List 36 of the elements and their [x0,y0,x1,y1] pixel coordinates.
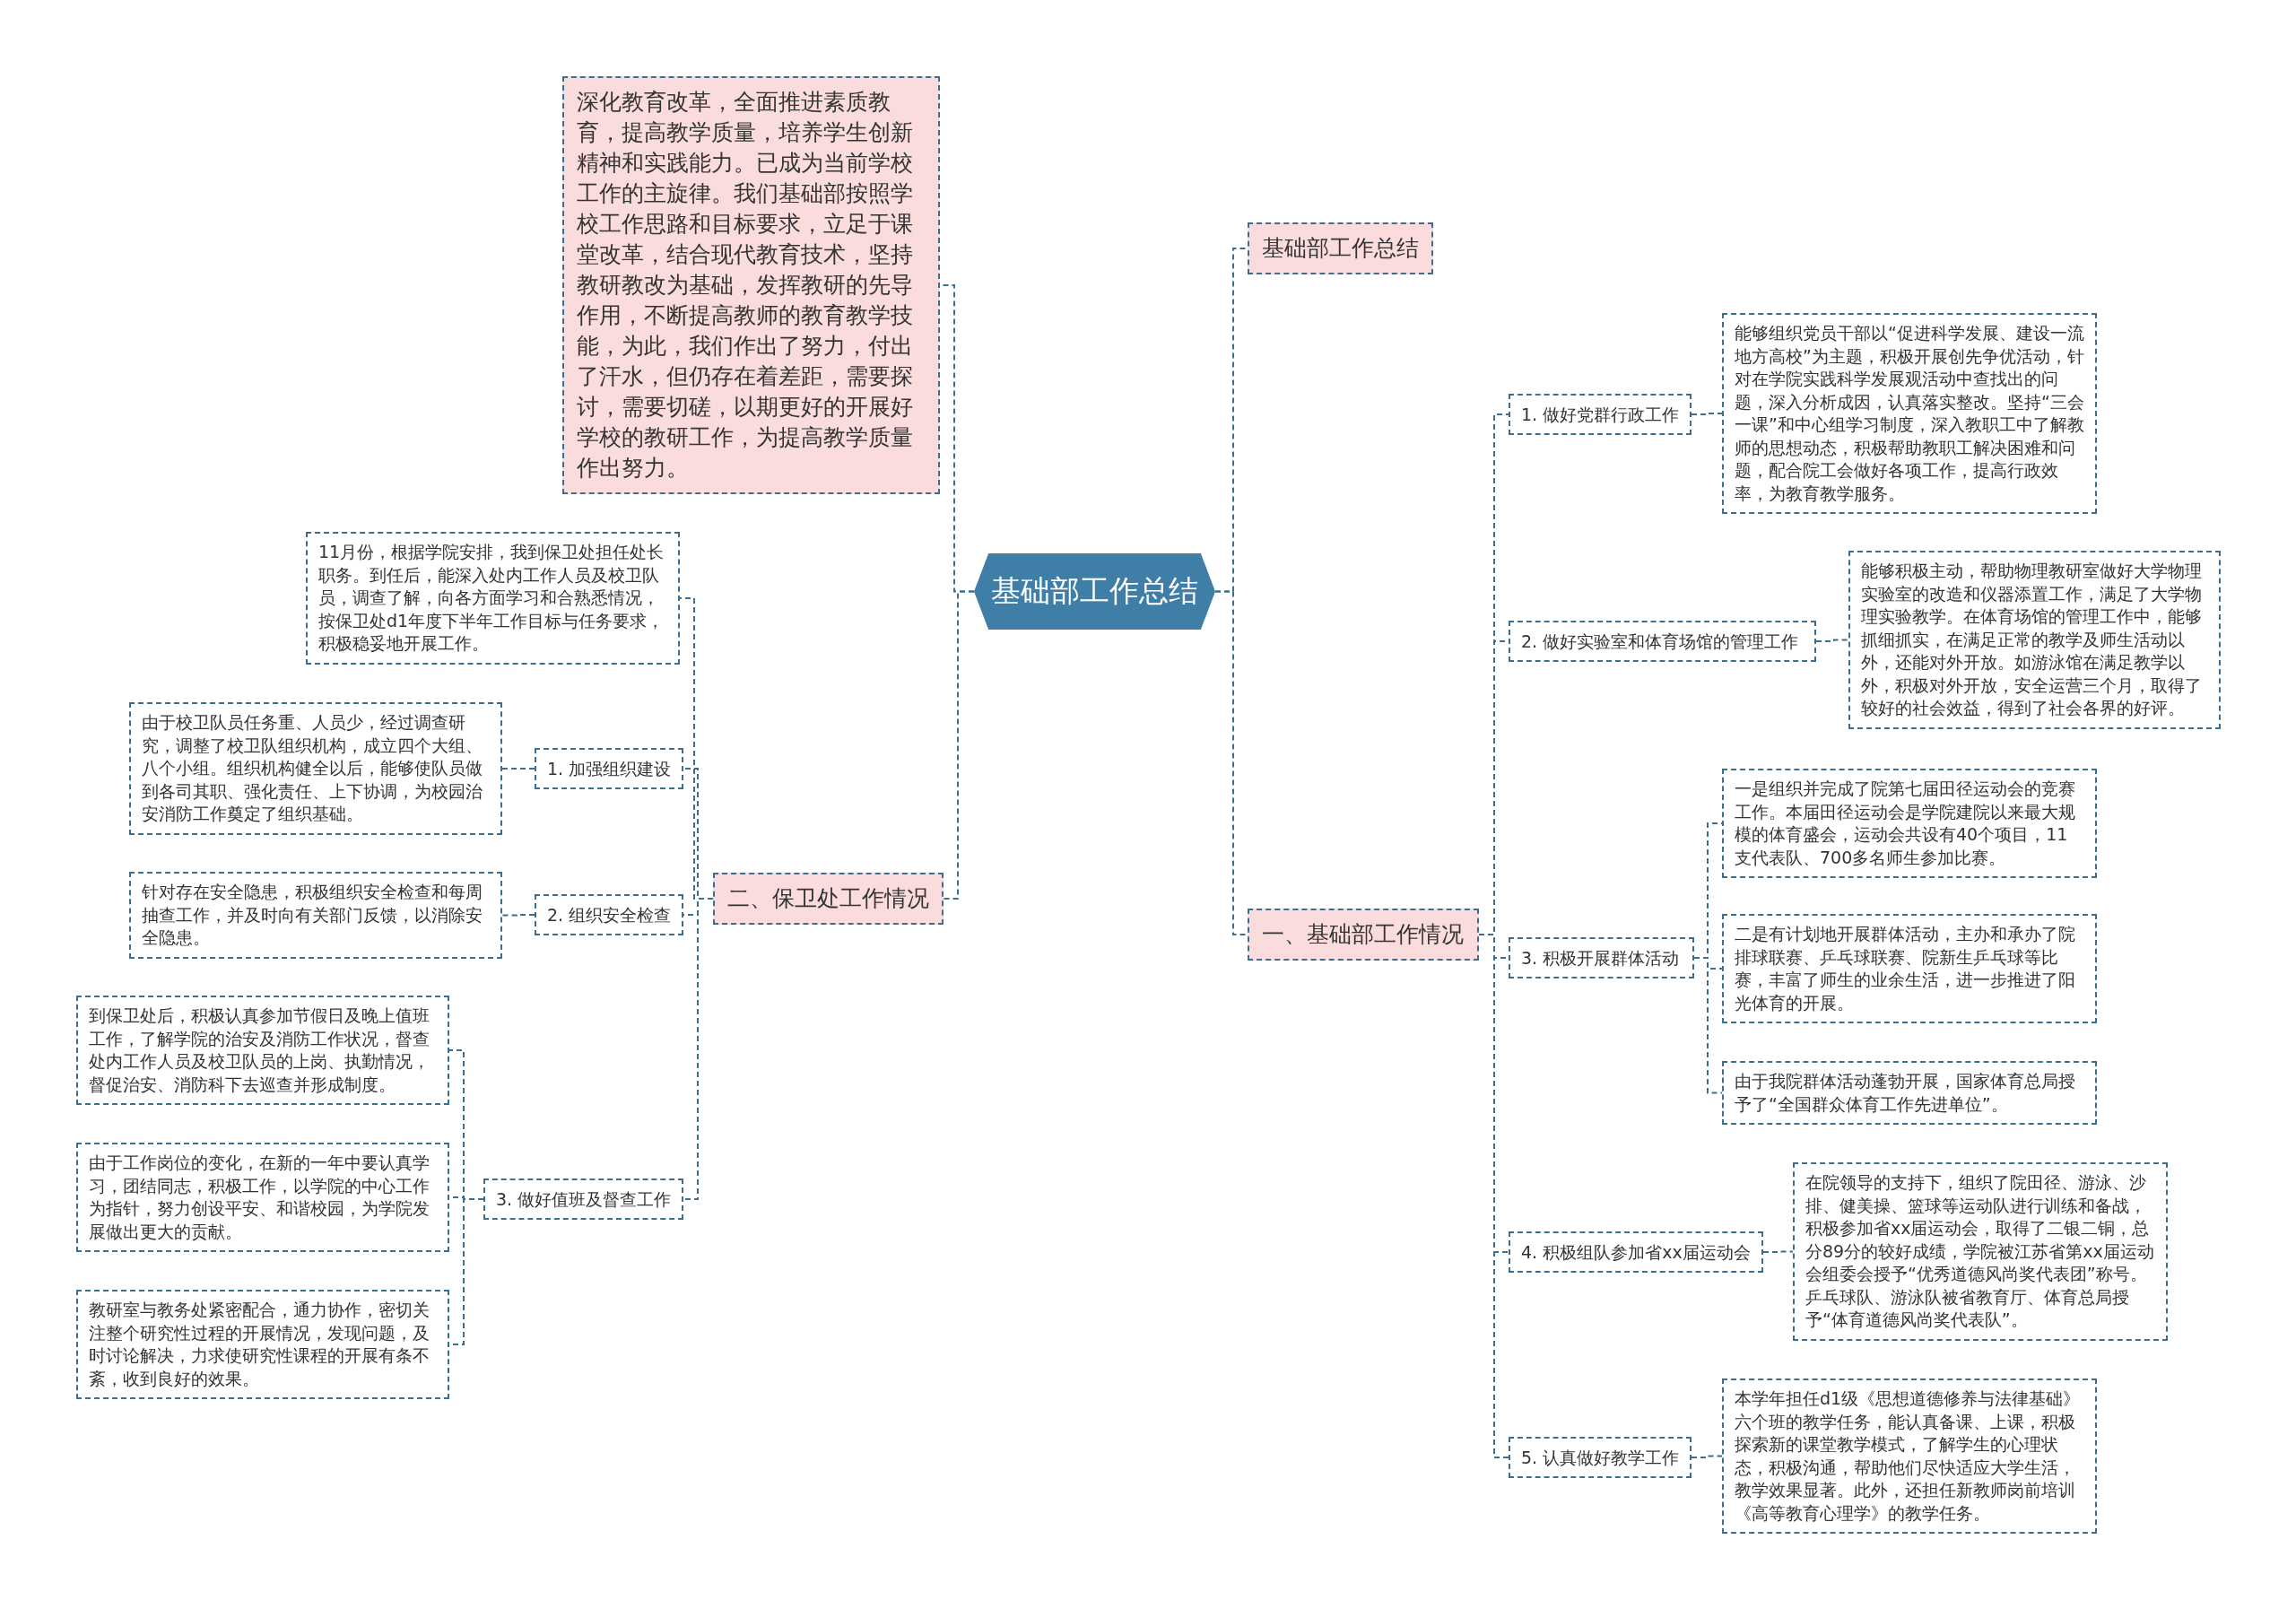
connector [943,590,975,900]
text-box: 在院领导的支持下，组织了院田径、游泳、沙排、健美操、篮球等运动队进行训练和备战，积极参加省xx届运动会，取得了二银二铜，总分89分的较好成绩，学院被江苏省第xx届运动会组委会授予“优秀道德风尚奖代表团”称号。乒乓球队、游泳队被省教育厅、体育总局授予“体育道德风尚奖代表队”。 [1793,1162,2168,1341]
subtopic-box: 4. 积极组队参加省xx届运动会 [1509,1231,1763,1273]
text-box: 本学年担任d1级《思想道德修养与法律基础》六个班的教学任务，能认真备课、上课，积极探索新的课堂教学模式，了解学生的心理状态，积极沟通，帮助他们尽快适应大学生活，教学效果显著。此外，还担任新教师岗前培训《高等教育心理学》的教学任务。 [1722,1379,2097,1534]
central-topic: 基础部工作总结 [974,553,1215,630]
topic-box: 一、基础部工作情况 [1248,909,1479,961]
text-box: 针对存在安全隐患，积极组织安全检查和每周抽查工作，并及时向有关部门反馈，以消除安全隐患。 [129,872,502,959]
text-box: 深化教育改革，全面推进素质教育，提高教学质量，培养学生创新精神和实践能力。已成为当前学校工作的主旋律。我们基础部按照学校工作思路和目标要求，立足于课堂改革，结合现代教育技术，坚持教研教改为基础，发挥教研的先导作用，不断提高教师的教育教学技能，为此，我们作出了努力，付出了汗水，但仍存在着差距，需要探讨，需要切磋，以期更好的开展好学校的教研工作，为提高教学质量作出努力。 [562,76,940,494]
text-box: 到保卫处后，积极认真参加节假日及晚上值班工作，了解学院的治安及消防工作状况，督查处内工作人员及校卫队员的上岗、执勤情况，督促治安、消防科下去巡查并形成制度。 [76,996,449,1105]
subtopic-box: 5. 认真做好教学工作 [1509,1437,1692,1478]
connector [1693,957,1723,1094]
text-box: 教研室与教务处紧密配合，通力协作，密切关注整个研究性过程的开展情况，发现问题，及时讨论解决，力求使研究性课程的开展有条不紊，收到良好的效果。 [76,1290,449,1399]
connector [501,768,535,770]
topic-box: 二、保卫处工作情况 [713,873,944,925]
text-box: 能够组织党员干部以“促进科学发展、建设一流地方高校”为主题，积极开展创先争优活动，针对在学院实践科学发展观活动中查找出的问题，深入分析成因，认真落实整改。坚持“三会一课”和中心组学习制度，深入教职工中了解教师的思想动态，积极帮助教职工解决困难和问题，配合院工会做好各项工作，提高行政效率，为教育教学服务。 [1722,313,2097,514]
subtopic-box: 2. 组织安全检查 [535,894,684,935]
connector [501,914,535,917]
connector [1762,1250,1794,1253]
connector [1815,639,1849,642]
connector [1691,413,1723,415]
text-box: 由于校卫队员任务重、人员少，经过调查研究，调整了校卫队组织机构，成立四个大组、八个小组。组织机构健全以后，能够使队员做到各司其职、强化责任、上下协调，为校园治安消防工作奠定了组织基础。 [129,702,502,835]
connector [1214,590,1248,935]
subtopic-box: 3. 积极开展群体活动 [1509,937,1694,978]
subtopic-box: 1. 加强组织建设 [535,748,684,789]
subtopic-box: 1. 做好党群行政工作 [1509,394,1692,435]
topic-box: 基础部工作总结 [1248,222,1433,274]
connector [683,898,714,1200]
text-box: 由于我院群体活动蓬勃开展，国家体育总局授予了“全国群众体育工作先进单位”。 [1722,1061,2097,1125]
connector [1691,1455,1723,1458]
text-box: 11月份，根据学院安排，我到保卫处担任处长职务。到任后，能深入处内工作人员及校卫队员，调查了解，向各方面学习和合熟悉情况，按保卫处d1年度下半年工作目标与任务要求，积极稳妥地开展工作。 [306,532,680,665]
text-box: 二是有计划地开展群体活动，主办和承办了院排球联赛、乒乓球联赛、院新生乒乓球等比赛，丰富了师生的业余生活，进一步推进了阳光体育的开展。 [1722,914,2097,1023]
text-box: 能够积极主动，帮助物理教研室做好大学物理实验室的改造和仪器添置工作，满足了大学物理实验教学。在体育场馆的管理工作中，能够抓细抓实，在满足正常的教学及师生活动以外，还能对外开放。如游泳馆在满足教学以外，积极对外开放，安全运营三个月，取得了较好的社会效益，得到了社会各界的好评。 [1848,551,2221,729]
subtopic-box: 3. 做好值班及督查工作 [483,1178,684,1220]
text-box: 一是组织并完成了院第七届田径运动会的竞赛工作。本届田径运动会是学院建院以来最大规模的体育盛会，运动会共设有40个项目，11支代表队、700多名师生参加比赛。 [1722,769,2097,878]
text-box: 由于工作岗位的变化，在新的一年中要认真学习，团结同志，积极工作，以学院的中心工作为指针，努力创设平安、和谐校园，为学院发展做出更大的贡献。 [76,1143,449,1252]
subtopic-box: 2. 做好实验室和体育场馆的管理工作 [1509,621,1816,662]
